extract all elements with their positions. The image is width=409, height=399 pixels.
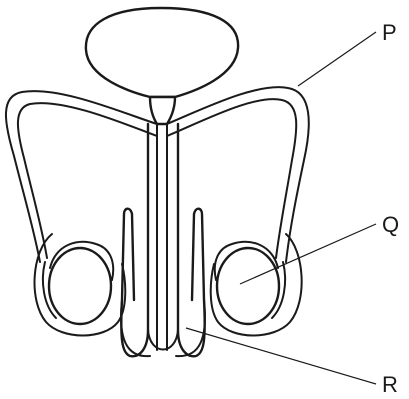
label-r: R — [382, 372, 398, 397]
penis-shaft — [121, 124, 148, 356]
leader-r — [186, 328, 376, 384]
vas-deferens-left-inner — [18, 103, 157, 258]
label-q: Q — [382, 212, 399, 237]
bladder — [86, 8, 238, 97]
testis-left — [49, 248, 111, 324]
penis-shaft-right — [178, 124, 205, 356]
leader-p — [298, 32, 376, 86]
glans-tip — [148, 330, 178, 350]
prostate-junction — [150, 97, 175, 124]
testis-right — [217, 248, 279, 324]
label-p: P — [382, 20, 397, 45]
